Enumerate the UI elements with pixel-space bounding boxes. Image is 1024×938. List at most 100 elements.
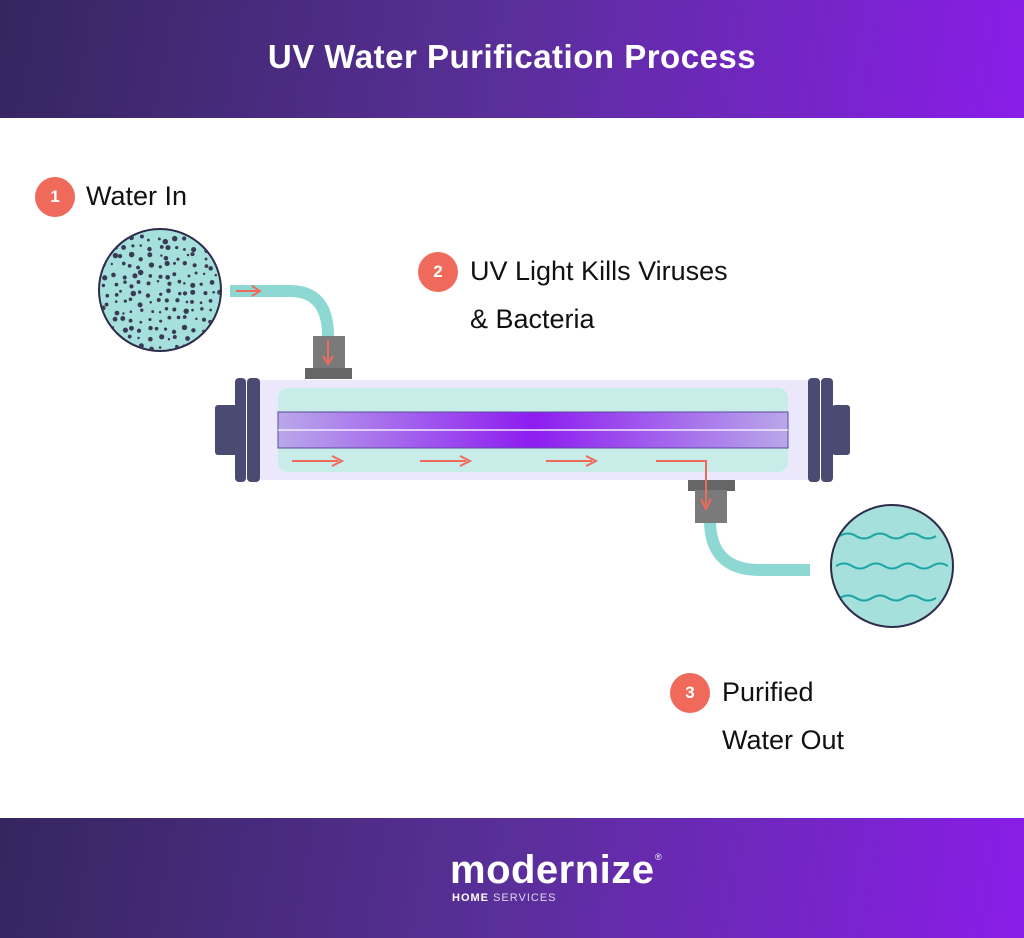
particle [151, 310, 155, 314]
outlet-pipe [704, 519, 810, 576]
particle [172, 334, 177, 339]
particle [158, 346, 162, 349]
particle [223, 329, 225, 331]
particle [202, 272, 206, 276]
particle [212, 290, 216, 294]
particle [104, 302, 109, 307]
particle [164, 260, 170, 267]
particle [163, 255, 169, 261]
particle [127, 334, 132, 339]
particle [121, 244, 127, 250]
particle [123, 280, 127, 284]
particle [187, 274, 191, 278]
particle [211, 236, 215, 240]
step-3-badge: 3 [670, 673, 710, 713]
particle [137, 336, 140, 340]
particle [172, 307, 177, 312]
particle [110, 346, 116, 350]
particle [209, 308, 213, 312]
particle [182, 291, 188, 296]
particle [220, 302, 225, 307]
particle [205, 237, 209, 241]
particle [191, 308, 194, 312]
step-1-label: Water In [86, 181, 188, 211]
particle [110, 236, 115, 241]
particle [195, 317, 198, 321]
particle [199, 301, 203, 305]
particle [100, 248, 105, 253]
particle [159, 334, 165, 340]
particle [212, 335, 217, 339]
particle [175, 298, 180, 303]
particle [102, 275, 108, 281]
particle [122, 275, 127, 280]
particle [167, 338, 171, 341]
particle [199, 282, 203, 286]
particle [122, 312, 125, 315]
particle [127, 264, 132, 268]
particle [114, 310, 120, 316]
particle [129, 284, 134, 289]
particle [146, 238, 150, 242]
particle [217, 245, 220, 249]
particle [176, 315, 181, 320]
particle [139, 320, 143, 324]
particle [217, 289, 220, 295]
particle [128, 297, 133, 302]
particle [130, 290, 137, 297]
particle [192, 263, 197, 268]
particle [114, 282, 119, 287]
particle [185, 336, 190, 341]
particle [171, 329, 177, 335]
particle [218, 342, 220, 346]
particle [203, 291, 208, 296]
particle [176, 257, 180, 261]
tagline-bold: HOME [452, 892, 489, 904]
page-title: UV Water Purification Process [267, 38, 757, 75]
particle [136, 280, 141, 284]
particle [162, 238, 169, 245]
particle [211, 252, 215, 256]
particle [137, 269, 144, 276]
particle [156, 279, 160, 283]
particle [137, 290, 142, 294]
particle [200, 337, 204, 341]
particle [182, 236, 187, 241]
particle [139, 234, 144, 239]
particle [114, 300, 118, 303]
particle [218, 307, 220, 313]
particle [105, 328, 111, 334]
particle [178, 291, 182, 296]
particle [217, 334, 220, 340]
particle [146, 281, 151, 286]
particle [200, 343, 204, 348]
particle [171, 235, 178, 242]
inlet-pipe [230, 285, 334, 337]
particle [157, 237, 161, 241]
particle [194, 271, 198, 275]
particle [204, 257, 208, 261]
flow-arrows [292, 340, 712, 512]
particle [214, 273, 218, 277]
particle [158, 274, 163, 279]
header-banner [0, 0, 1024, 118]
particle [112, 316, 118, 322]
particle [209, 342, 215, 347]
particle [148, 262, 155, 268]
particle [183, 248, 186, 251]
particle [219, 266, 220, 271]
particle [105, 342, 110, 346]
particle [148, 336, 153, 342]
particle [208, 266, 213, 271]
particle [140, 308, 144, 312]
particle [122, 343, 127, 348]
inlet-arrow [236, 285, 262, 297]
particle [154, 326, 159, 331]
particle [122, 327, 129, 333]
particle [123, 299, 127, 303]
particle [164, 298, 169, 303]
particle [131, 244, 135, 248]
particle [121, 261, 126, 266]
particle [136, 265, 140, 270]
